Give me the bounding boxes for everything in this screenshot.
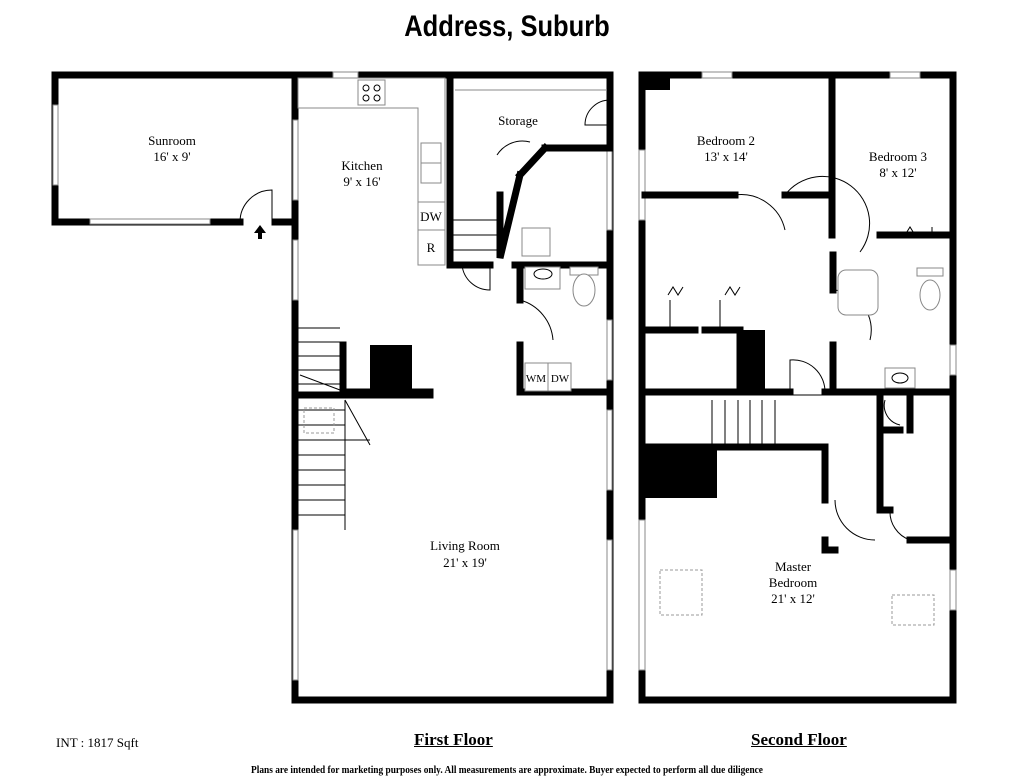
second-floor-plan: Bedroom 2 13' x 14' Bedroom 3 8' x 12' M… [638, 71, 957, 704]
entry-arrow-icon [254, 225, 266, 239]
plan-title: Address, Suburb [404, 10, 610, 43]
window [89, 218, 211, 225]
svg-text:Storage: Storage [498, 113, 538, 128]
svg-text:13' x 14': 13' x 14' [704, 149, 748, 164]
svg-text:Bedroom 2: Bedroom 2 [697, 133, 755, 148]
svg-text:Kitchen: Kitchen [341, 158, 383, 173]
fridge-label: R [427, 240, 436, 255]
svg-text:Sunroom: Sunroom [148, 133, 196, 148]
svg-text:WM: WM [526, 373, 546, 385]
svg-text:21' x 12': 21' x 12' [771, 591, 815, 606]
disclaimer: Plans are intended for marketing purpose… [251, 764, 763, 776]
first-floor-plan: DW R WM DW Sunroom 16' x 9' Kitchen 9' x… [51, 71, 614, 704]
second-floor-label: Second Floor [751, 730, 847, 749]
fireplace [370, 345, 412, 393]
svg-text:21' x 19': 21' x 19' [443, 555, 487, 570]
svg-text:16' x 9': 16' x 9' [153, 149, 190, 164]
interior-area: INT : 1817 Sqft [56, 735, 139, 750]
stove-icon [357, 79, 386, 106]
bathtub-icon [837, 269, 879, 316]
svg-text:8' x 12': 8' x 12' [879, 165, 916, 180]
toilet-icon [919, 279, 941, 311]
svg-text:Bedroom: Bedroom [769, 575, 817, 590]
svg-text:9' x 16': 9' x 16' [343, 174, 380, 189]
svg-text:DW: DW [551, 373, 570, 385]
first-floor-label: First Floor [414, 730, 493, 749]
window [52, 104, 59, 186]
toilet-icon [572, 273, 596, 307]
svg-text:Bedroom 3: Bedroom 3 [869, 149, 927, 164]
svg-text:Master: Master [775, 559, 812, 574]
svg-text:Living Room: Living Room [430, 538, 500, 553]
shower-icon [521, 227, 551, 257]
dishwasher-label: DW [420, 209, 442, 224]
